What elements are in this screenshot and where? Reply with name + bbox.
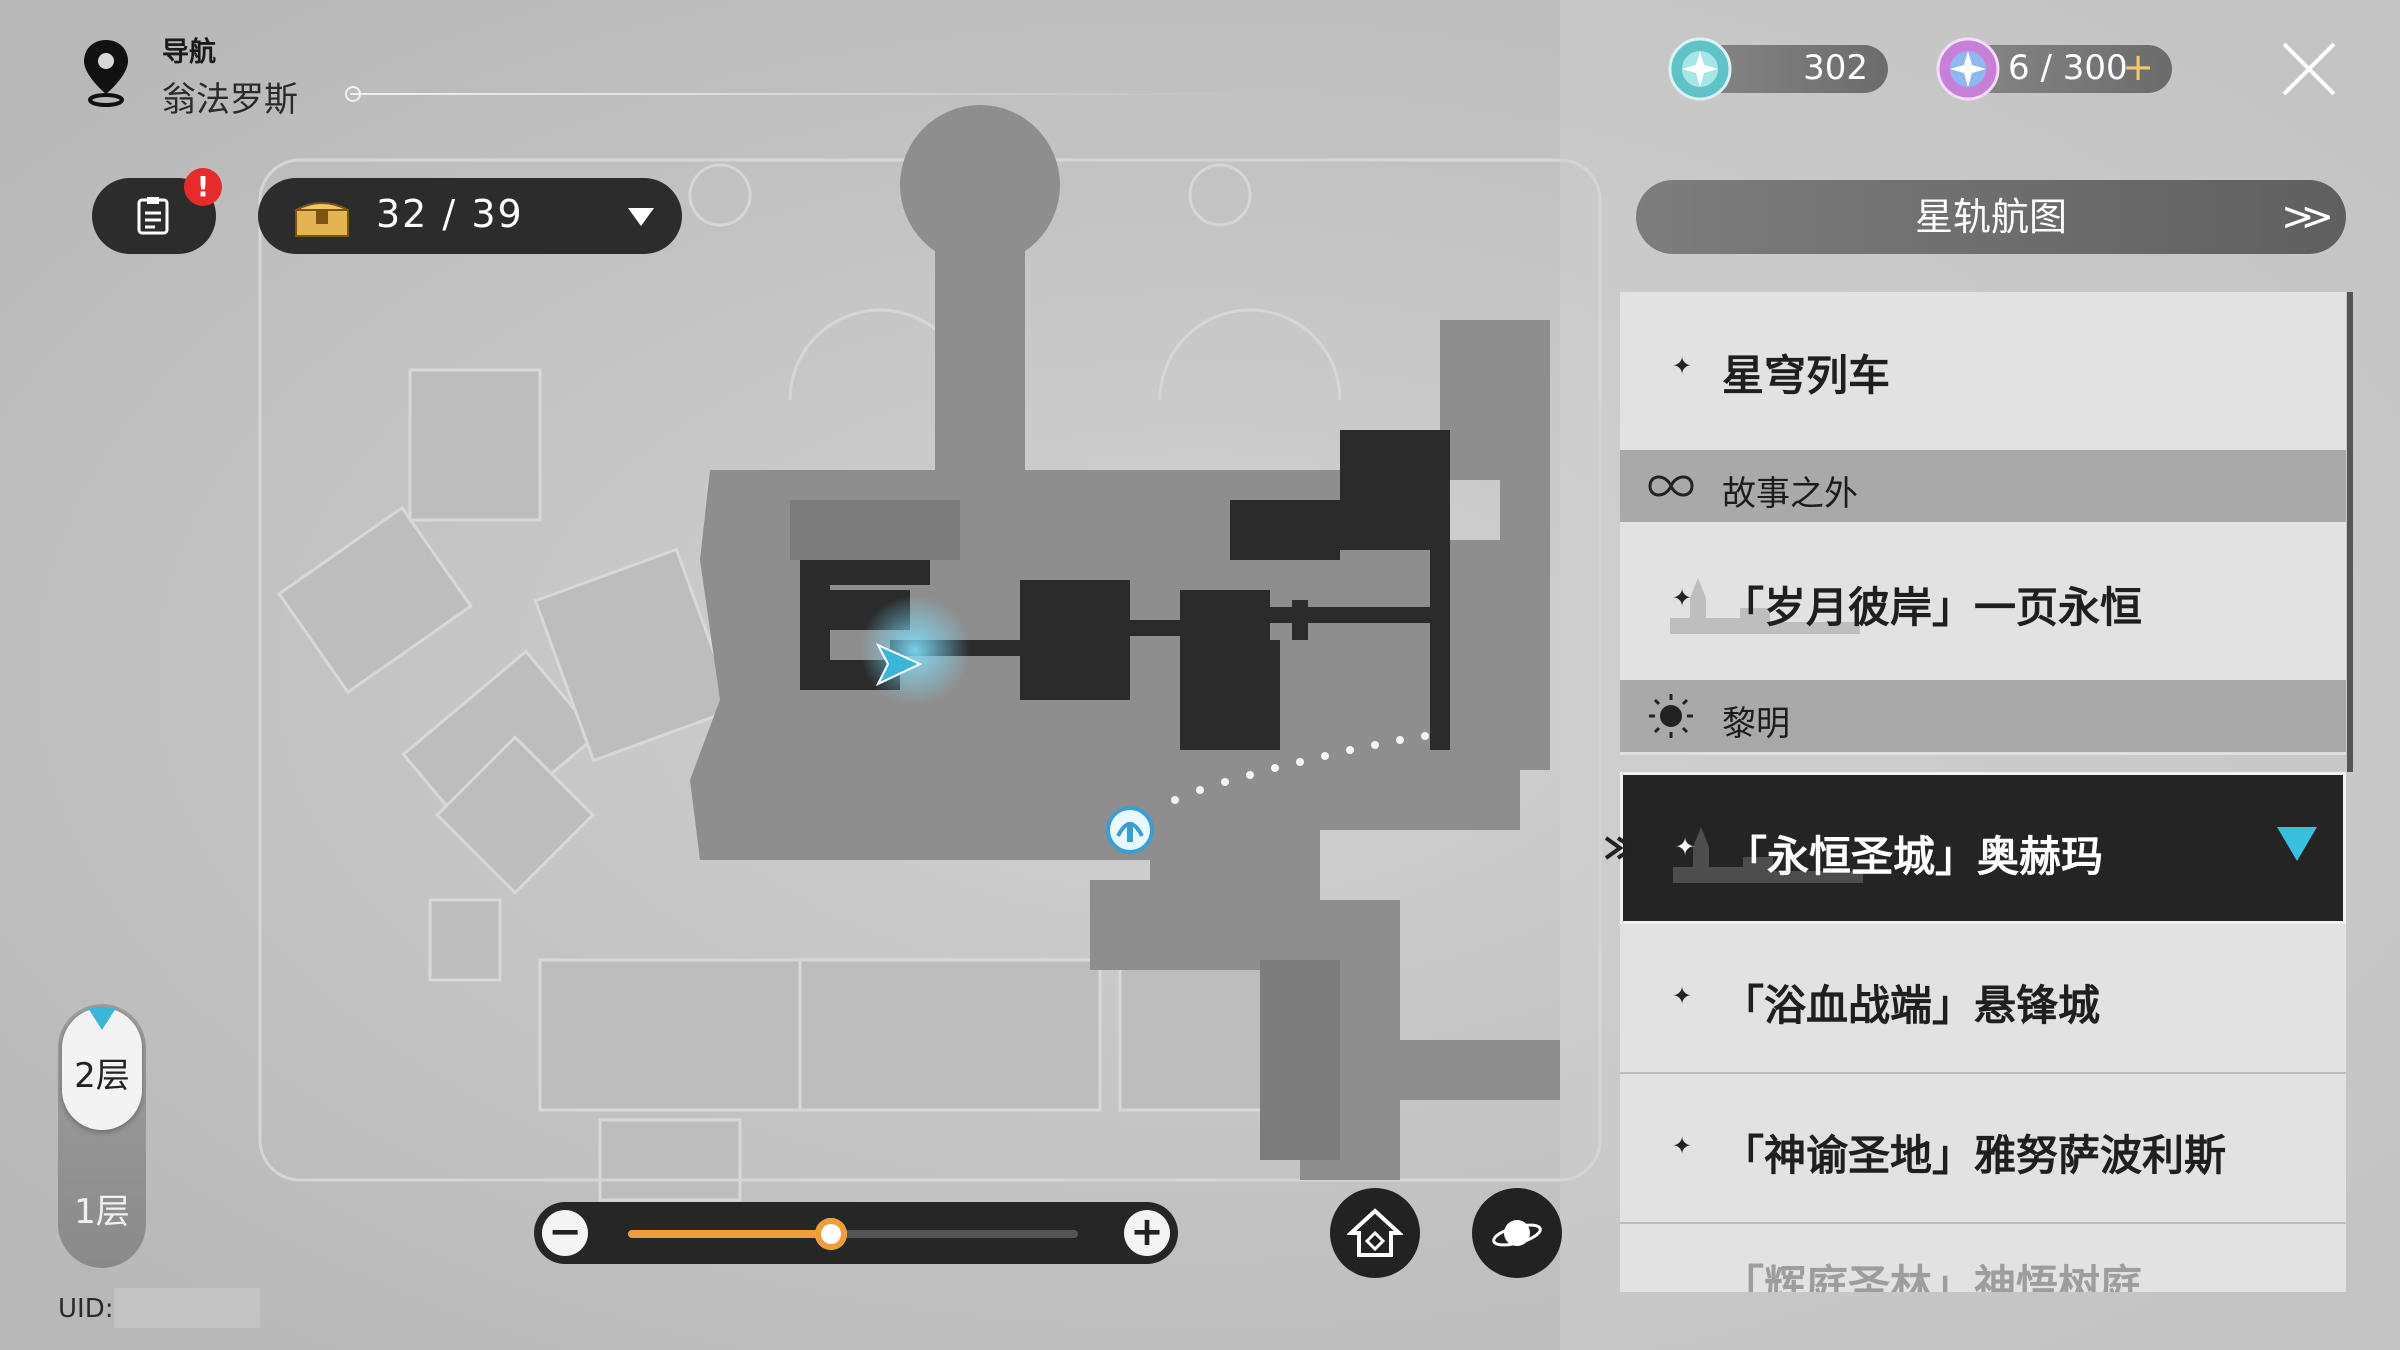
floor-2-button[interactable]: 2层 (74, 1056, 130, 1096)
infinity-icon (1648, 475, 1694, 497)
zoom-slider-fill (628, 1230, 831, 1238)
planet-icon (1492, 1220, 1542, 1247)
home-icon (1347, 1208, 1403, 1257)
chest-count: 32 / 39 (376, 192, 524, 236)
home-marker-button[interactable] (1330, 1188, 1420, 1278)
zoom-control: − + (534, 1202, 1178, 1264)
nav-divider (350, 93, 1250, 95)
selector-arrow-icon (1604, 836, 1636, 860)
skyline-icon (1673, 827, 1863, 883)
group-header-beyond-story: 故事之外 (1620, 450, 2346, 525)
star-rail-map-button[interactable]: 星轨航图 >> (1636, 180, 2346, 254)
zoom-out-button[interactable]: − (542, 1210, 588, 1256)
fuel-value: 302 (1803, 48, 1868, 88)
close-icon[interactable] (2278, 38, 2340, 100)
skyline-icon (1670, 578, 1860, 634)
list-item-page-eternal[interactable]: ✦ 「岁月彼岸」一页永恒 (1620, 522, 2346, 682)
group-title: 黎明 (1722, 704, 1790, 744)
star-icon: ✦ (1672, 1132, 1693, 1160)
double-chevron-icon: >> (2280, 194, 2334, 240)
list-item-castrum-kremnos[interactable]: ✦ 「浴血战端」悬锋城 (1620, 924, 2346, 1074)
group-title: 故事之外 (1722, 474, 1858, 514)
list-item-label: 「永恒圣城」奥赫玛 (1725, 832, 2104, 881)
star-icon: ✦ (1672, 352, 1693, 380)
list-scrollbar[interactable] (2347, 292, 2353, 772)
group-header-dawn: 黎明 (1620, 680, 2346, 755)
document-icon (137, 197, 169, 235)
sun-icon (1649, 694, 1693, 738)
nav-location: 翁法罗斯 (162, 80, 298, 120)
fuel-counter[interactable]: 302 (1668, 37, 1888, 101)
dropdown-caret-icon (628, 208, 654, 226)
zoom-slider[interactable] (628, 1218, 1078, 1250)
star-icon: ✦ (1672, 982, 1693, 1010)
star-icon: ✦ (1675, 833, 1696, 861)
list-item-label: 「辉庭圣林」神悟树庭 (1722, 1261, 2143, 1292)
current-location-marker-icon (2277, 827, 2317, 861)
nav-label: 导航 (162, 37, 216, 68)
treasure-chest-dropdown[interactable]: 32 / 39 (258, 178, 682, 254)
zoom-slider-handle[interactable] (814, 1218, 847, 1250)
star-icon: ✦ (1672, 584, 1693, 612)
world-list[interactable]: ✦ 星穹列车 故事之外 ✦ 「岁月彼岸」一页永恒 黎明 ✦ 「永恒圣城」奥赫玛 (1620, 292, 2348, 1292)
treasure-chest-icon (295, 202, 349, 237)
list-item-label: 「岁月彼岸」一页永恒 (1722, 583, 2143, 632)
stellar-jade-counter[interactable]: 6 / 300 + (1936, 37, 2172, 101)
stellar-jade-icon (1936, 37, 2000, 101)
map-pin-icon (84, 40, 128, 107)
list-item-label: 星穹列车 (1722, 351, 1891, 400)
star-rail-map-label: 星轨航图 (1914, 195, 2067, 239)
list-item-janusopolis[interactable]: ✦ 「神谕圣地」雅努萨波利斯 (1620, 1074, 2346, 1224)
list-item-label: 「浴血战端」悬锋城 (1722, 981, 2101, 1030)
list-item-okhema[interactable]: ✦ 「永恒圣城」奥赫玛 (1620, 772, 2346, 924)
zoom-in-button[interactable]: + (1124, 1210, 1170, 1256)
floor-marker-icon (88, 1008, 116, 1030)
floor-1-button[interactable]: 1层 (74, 1192, 130, 1232)
add-jade-button[interactable]: + (2122, 45, 2154, 89)
planet-button[interactable] (1472, 1188, 1562, 1278)
uid-label: UID: (58, 1294, 114, 1324)
stellar-jade-value: 6 / 300 (2008, 48, 2128, 88)
uid-value-redacted (114, 1288, 260, 1328)
list-item-grove-of-epiphany[interactable]: 「辉庭圣林」神悟树庭 (1620, 1224, 2346, 1292)
alert-badge: ! (184, 168, 222, 206)
list-item-astral-express[interactable]: ✦ 星穹列车 (1620, 292, 2346, 452)
fuel-icon (1668, 37, 1732, 101)
list-item-label: 「神谕圣地」雅努萨波利斯 (1722, 1131, 2227, 1180)
